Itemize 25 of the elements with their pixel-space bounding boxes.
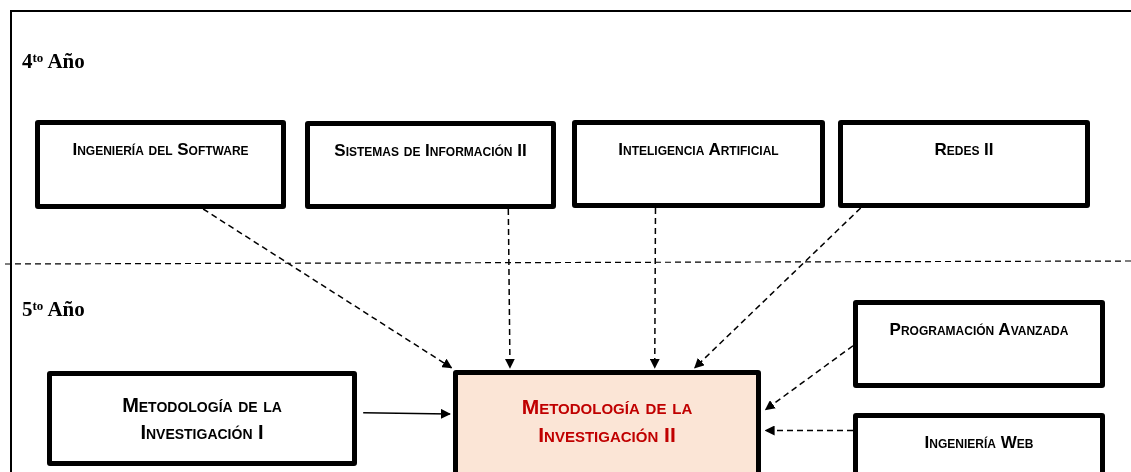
course-box bbox=[838, 120, 1090, 208]
arrow bbox=[504, 208, 515, 369]
course-name: Ingeniería del Software bbox=[71, 139, 250, 161]
arrow bbox=[362, 408, 451, 419]
highlighted-course-box bbox=[453, 370, 761, 472]
course-name: Metodología de la Investigación I bbox=[121, 393, 283, 445]
course-box bbox=[305, 121, 556, 209]
course-box bbox=[853, 300, 1105, 388]
arrow bbox=[202, 208, 453, 369]
arrow bbox=[694, 207, 862, 369]
arrow bbox=[764, 345, 854, 411]
arrow bbox=[649, 207, 660, 369]
course-name: Inteligencia Artificial bbox=[617, 139, 780, 161]
course-name: Programación Avanzada bbox=[888, 319, 1070, 341]
arrow bbox=[764, 425, 854, 436]
course-name: Redes II bbox=[933, 139, 995, 161]
year-heading: 5$^{to}$ Año bbox=[22, 296, 85, 323]
year-heading: 4$^{to}$ Año bbox=[22, 48, 85, 75]
course-name: Ingeniería Web bbox=[923, 432, 1035, 454]
course-box bbox=[572, 120, 825, 208]
course-box bbox=[35, 120, 286, 209]
course-box bbox=[853, 413, 1105, 472]
course-box bbox=[47, 371, 357, 466]
course-name: Sistemas de Información II bbox=[333, 140, 528, 162]
course-name: Metodología de la Investigación II bbox=[520, 394, 694, 449]
